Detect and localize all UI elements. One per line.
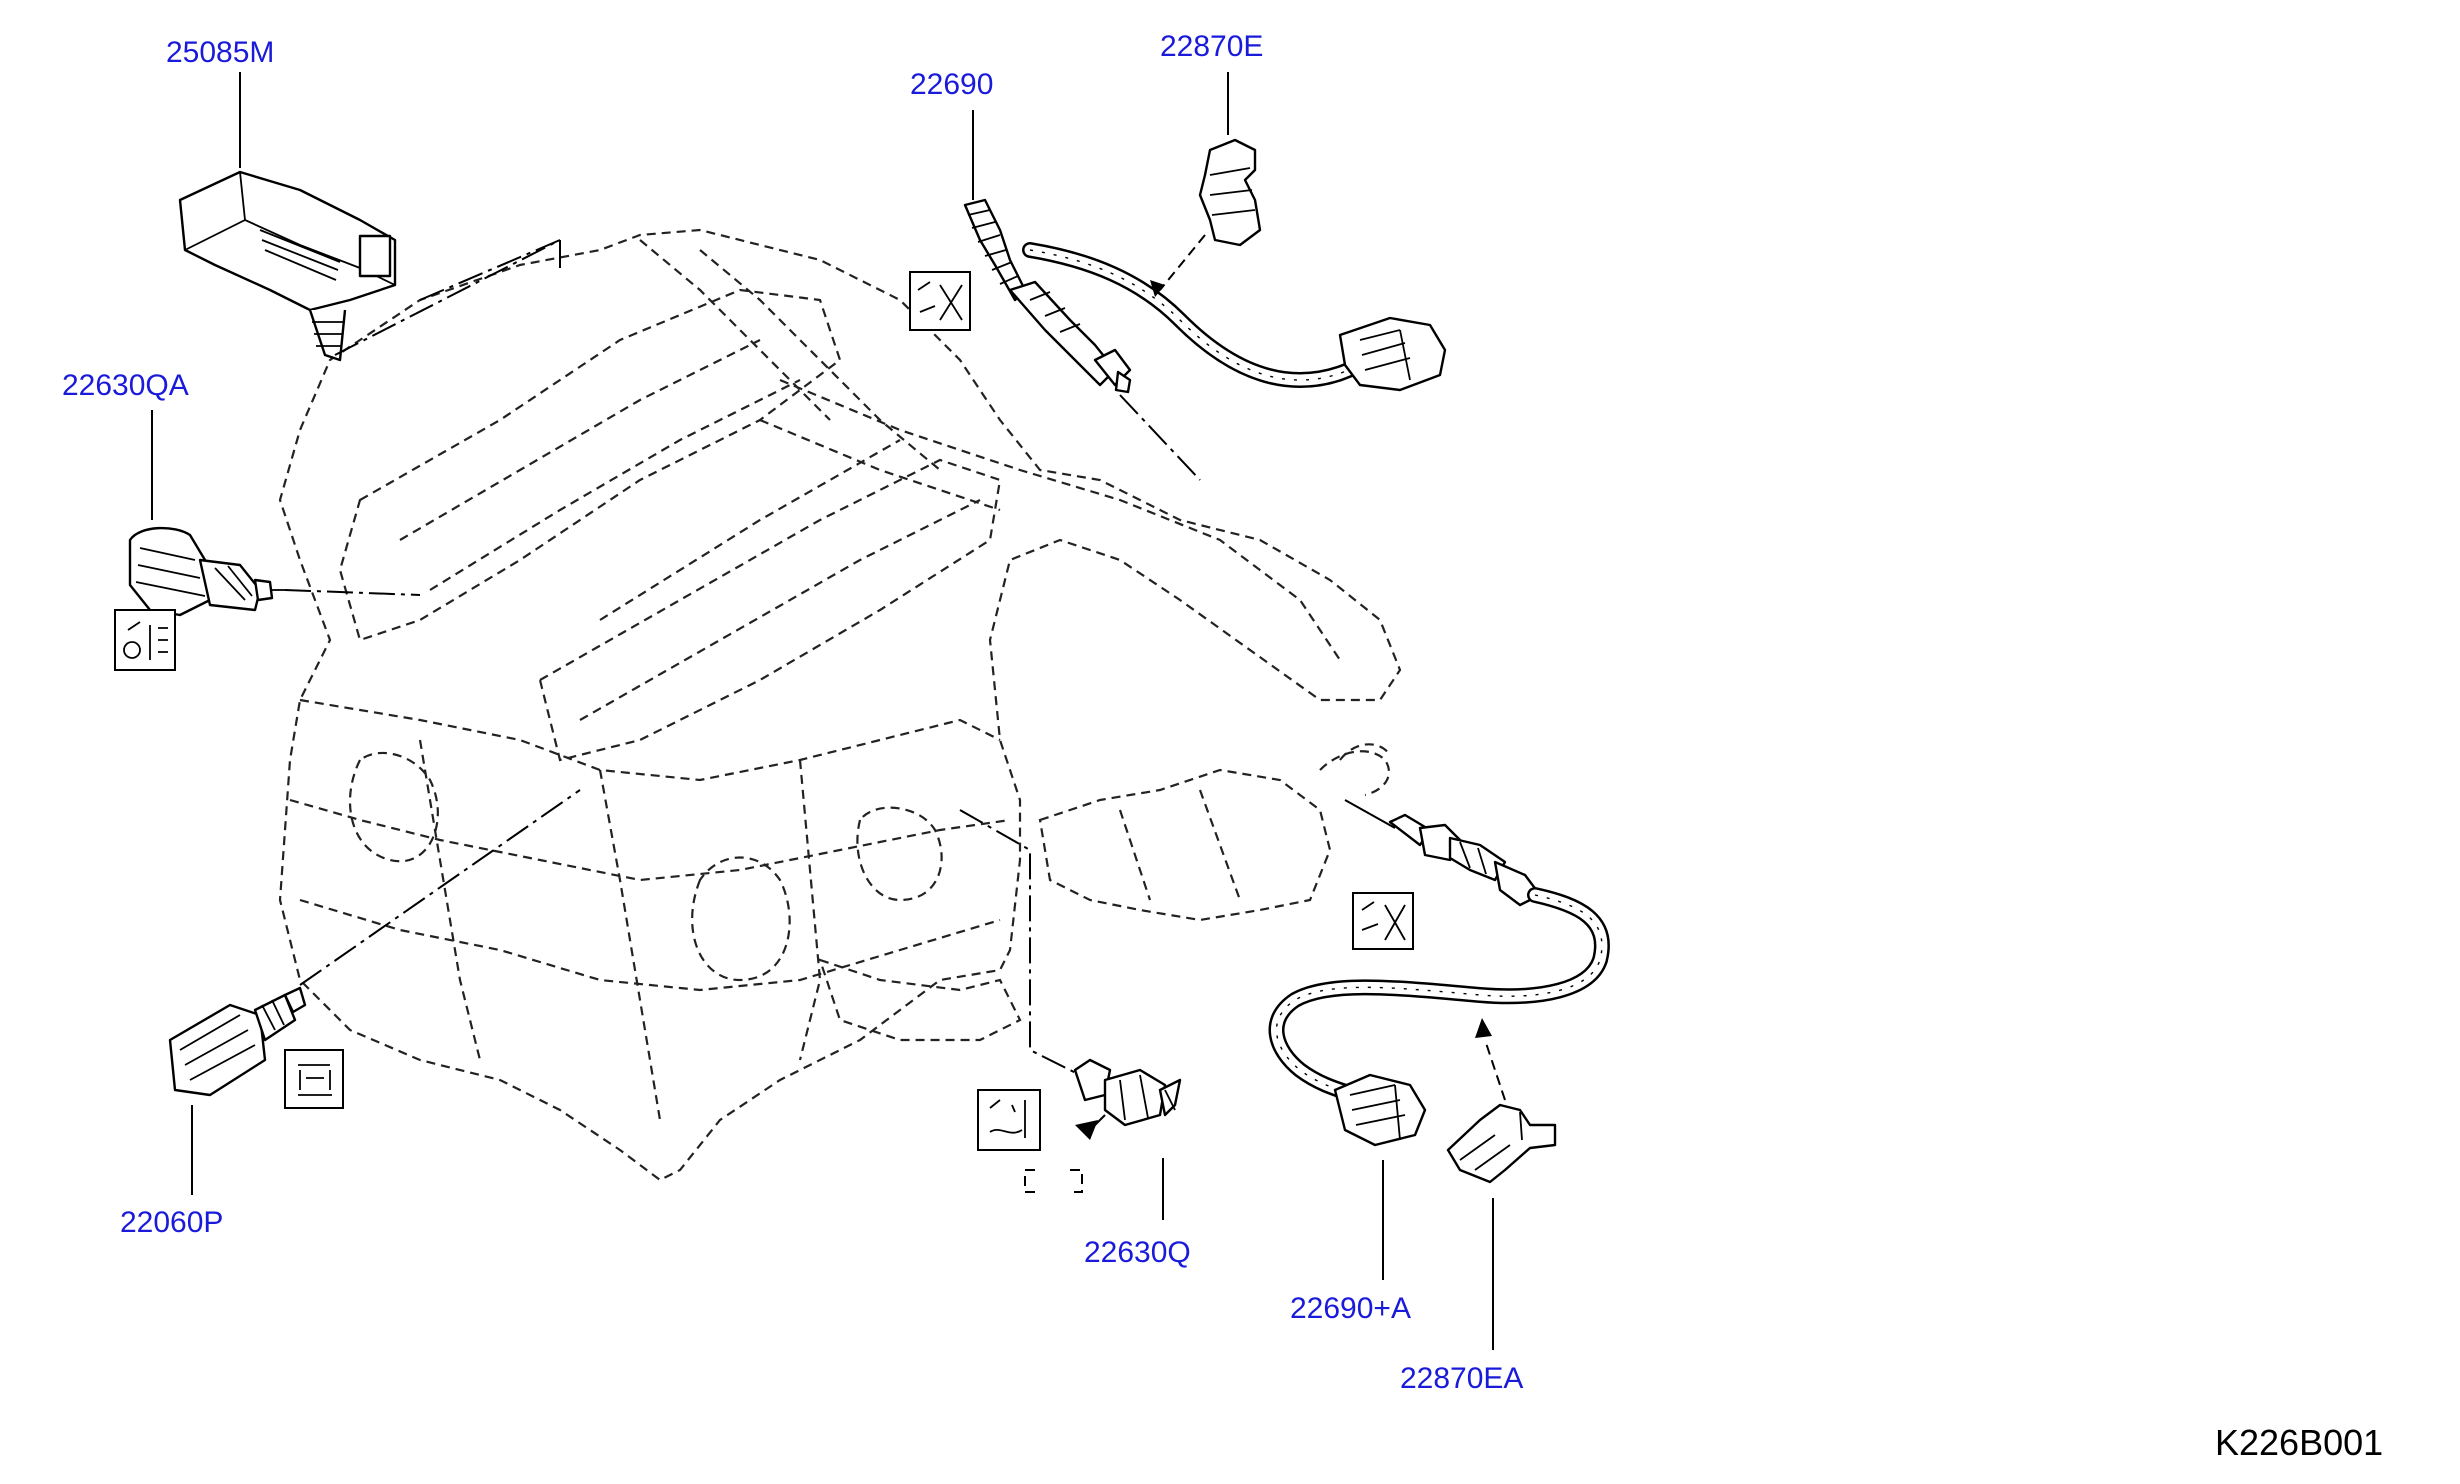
harness-clip-icon[interactable]	[1446, 1103, 1557, 1184]
leader-line	[284, 589, 421, 596]
part-label-22870EA[interactable]: 22870EA	[1400, 1362, 1523, 1395]
temperature-sensor-icon[interactable]	[128, 526, 285, 617]
leader-line	[334, 239, 561, 356]
leader-line	[1119, 394, 1201, 481]
arrow-icon	[1475, 1018, 1492, 1038]
arrow-icon	[1150, 280, 1165, 297]
temperature-sensor-icon[interactable]	[1073, 1058, 1182, 1127]
o2-info-icon	[909, 271, 971, 331]
part-label-22630Q[interactable]: 22630Q	[1084, 1236, 1191, 1269]
temperature-info-icon	[977, 1089, 1041, 1151]
part-25085M-group[interactable]: 25085M	[166, 36, 561, 362]
part-22060P-group[interactable]: 22060P	[120, 789, 581, 1239]
oxygen-sensor-icon[interactable]	[963, 198, 1447, 394]
knock-sensor-icon[interactable]	[168, 986, 307, 1097]
harness-clip-icon[interactable]	[1198, 138, 1262, 247]
engine-block-outline	[278, 228, 1402, 1182]
part-label-22060P[interactable]: 22060P	[120, 1206, 223, 1239]
part-22870EA-group[interactable]: 22870EA	[1400, 1018, 1557, 1395]
leader-line	[299, 789, 581, 986]
part-label-22630QA[interactable]: 22630QA	[62, 369, 189, 402]
clip-guide-line	[1159, 234, 1206, 291]
part-22690A-group[interactable]: 22690+A	[1268, 799, 1610, 1325]
clip-guide-line	[1484, 1039, 1506, 1101]
part-label-25085M[interactable]: 25085M	[166, 36, 274, 69]
diagram-code: K226B001	[2215, 1422, 2383, 1463]
part-22630QA-group[interactable]: 22630QA	[62, 369, 421, 671]
leader-line	[419, 239, 561, 301]
leader-line	[959, 809, 1081, 1076]
part-22690-group[interactable]: 22690	[909, 68, 1447, 481]
oxygen-sensor-icon[interactable]	[1268, 799, 1610, 1147]
part-label-22870E[interactable]: 22870E	[1160, 30, 1263, 63]
part-label-22690[interactable]: 22690	[910, 68, 993, 101]
part-22630Q-group[interactable]: 22630Q	[959, 809, 1191, 1269]
o2-info-icon	[1352, 892, 1414, 950]
arrow-icon	[1075, 1120, 1098, 1140]
connector-outline	[1024, 1169, 1083, 1193]
temperature-info-icon	[114, 609, 176, 671]
arrow-line	[1089, 1114, 1106, 1131]
knock-info-icon	[284, 1049, 344, 1109]
part-label-22690A[interactable]: 22690+A	[1290, 1292, 1411, 1325]
map-sensor-icon[interactable]	[178, 170, 397, 362]
part-22870E-group[interactable]: 22870E	[1150, 30, 1263, 297]
